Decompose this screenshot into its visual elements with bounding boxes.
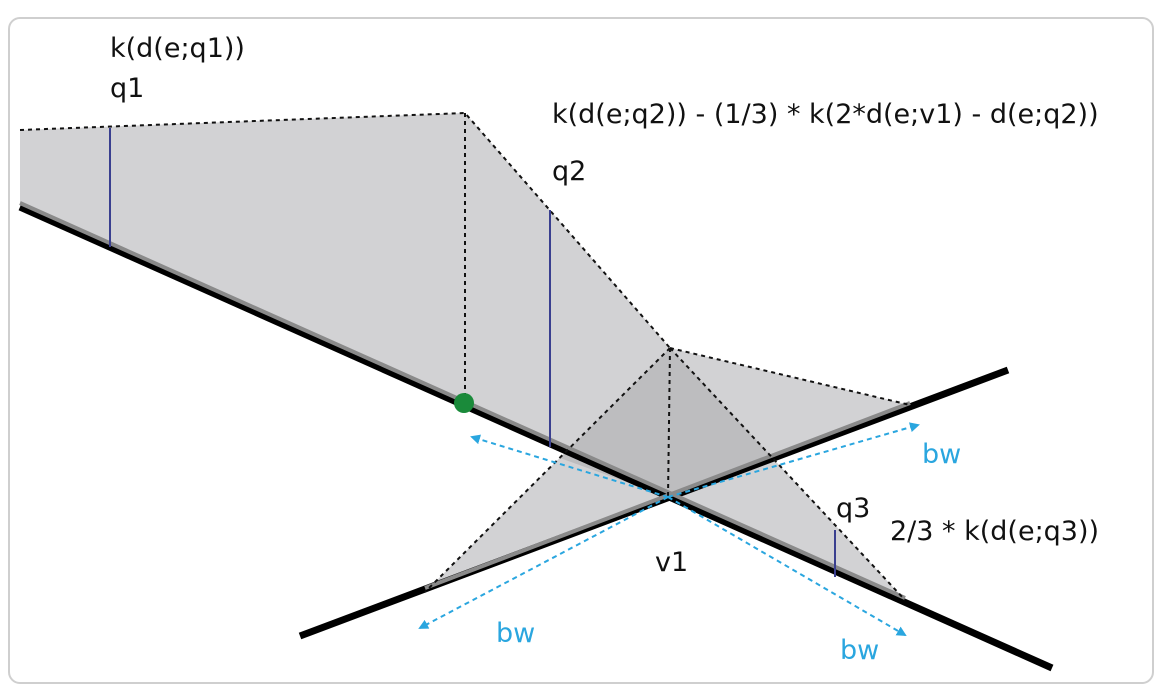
label-v1: v1	[655, 547, 688, 578]
label-kernel-q2: k(d(e;q2)) - (1/3) * k(2*d(e;v1) - d(e;q…	[552, 99, 1099, 130]
label-bw-bottom-left: bw	[496, 618, 535, 649]
kernel-region-overlap	[560, 348, 775, 497]
event-point	[454, 393, 474, 413]
kernel-region-left	[20, 113, 670, 497]
road-main	[18, 203, 1054, 672]
kernel-boundaries	[19, 111, 911, 601]
label-bw-bottom-right: bw	[840, 635, 879, 666]
label-q3: q3	[836, 493, 870, 524]
label-q1: q1	[110, 73, 144, 104]
label-q2: q2	[552, 156, 586, 187]
road-cross	[298, 366, 1010, 640]
label-kernel-q1: k(d(e;q1))	[110, 33, 245, 64]
label-bw-right: bw	[922, 439, 961, 470]
bandwidth-arrows	[418, 422, 920, 637]
label-kernel-q3: 2/3 * k(d(e;q3))	[890, 516, 1099, 547]
